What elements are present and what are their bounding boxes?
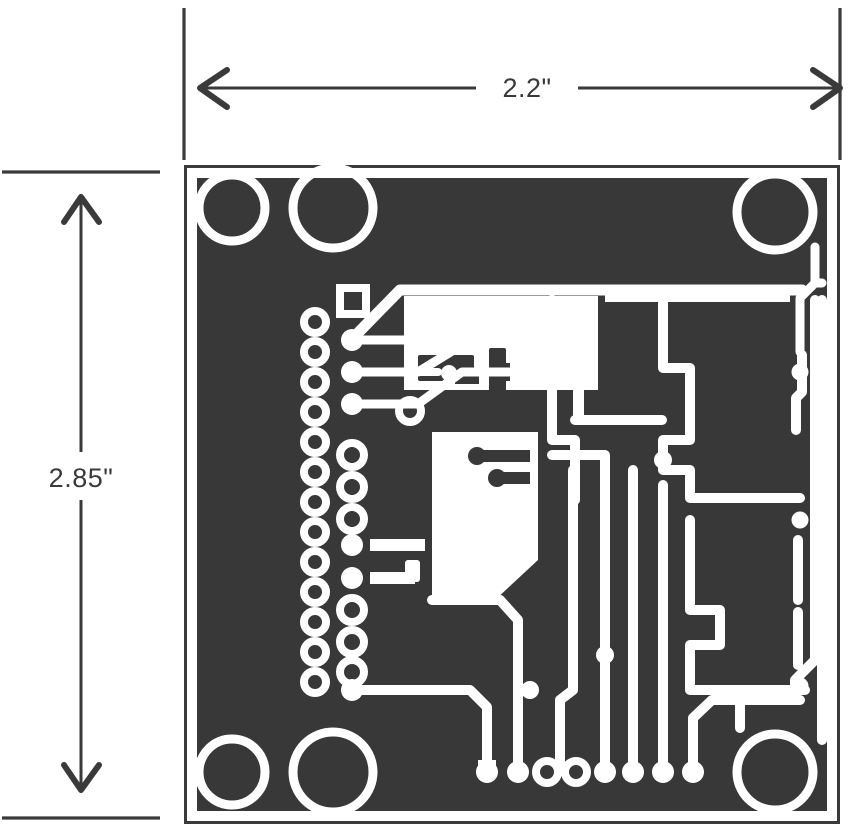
via-bus-3 [521, 681, 539, 699]
trace-group-fanout [347, 305, 535, 409]
via-right-2 [791, 511, 809, 529]
dimension-height-label: 2.85" [49, 463, 114, 493]
trace-group-top-right [795, 242, 827, 357]
dimension-width-label: 2.2" [502, 73, 551, 103]
trace-center-left-stub [370, 539, 425, 584]
trace-vertical-stub-1 [510, 325, 522, 387]
pad-bottom-5 [594, 761, 616, 783]
dimension-height: 2.85" [49, 194, 114, 793]
mounting-hole-top-right [732, 169, 818, 255]
pad-right-5 [336, 626, 368, 658]
mounting-hole-bottom-left-outer [194, 734, 270, 810]
pad-left-4 [300, 397, 330, 427]
pad-right-1 [336, 439, 368, 471]
trace-bus-2 [547, 450, 610, 775]
pad-left-13 [300, 667, 330, 697]
via-bus-1 [596, 646, 614, 664]
trace-right-island-lower [685, 515, 810, 695]
trace-tr-down [795, 242, 820, 357]
pad-bottom-3 [532, 757, 562, 787]
trace-group-center-bus [547, 295, 668, 775]
arrowhead-left-icon [197, 67, 230, 110]
pad-left-3 [300, 367, 330, 397]
trace-bottom-right-1 [688, 695, 805, 777]
trace-right-island-upper [658, 295, 805, 503]
extension-lines [2, 8, 842, 820]
trace-group-bottom-left [347, 595, 523, 775]
arrowhead-up-icon [61, 194, 102, 225]
mounting-hole-top-left-inner [288, 163, 378, 253]
via-right-3 [791, 677, 809, 695]
pad-right-2 [336, 471, 368, 503]
trace-fanout-2 [347, 335, 535, 377]
pad-left-11 [300, 607, 330, 637]
arrowhead-down-icon [61, 762, 102, 793]
pad-connected-4 [341, 534, 363, 556]
trace-bottom-left-2 [427, 595, 523, 775]
pad-stub-left [405, 560, 420, 582]
pad-left-2 [300, 337, 330, 367]
trace-fanout-3 [347, 367, 525, 409]
pad-left-1 [300, 307, 330, 337]
pad-left-6 [300, 457, 330, 487]
header-pad-columns [300, 307, 368, 697]
pad-bottom-square [478, 760, 496, 778]
via-bus-2 [654, 451, 672, 469]
center-via-trace-2 [497, 472, 530, 484]
mounting-holes [194, 163, 818, 817]
trace-group-top-main [350, 284, 808, 341]
pad-bottom-6 [622, 761, 644, 783]
pad-bottom-7 [652, 761, 674, 783]
dimension-width: 2.2" [197, 67, 843, 110]
board-copper-layer [194, 163, 827, 817]
trace-fanout-1 [347, 305, 475, 345]
mounting-hole-top-left-outer [194, 170, 270, 246]
header-connected-pads [341, 329, 363, 701]
pad-bottom-2 [507, 761, 529, 783]
trace-stub-left-2 [370, 572, 415, 584]
mounting-hole-bottom-left-inner [288, 727, 378, 817]
pad-left-9 [300, 547, 330, 577]
pad-left-5 [300, 427, 330, 457]
pad-right-4 [336, 594, 368, 626]
center-via-trace-1 [477, 450, 530, 462]
bus-vias [521, 451, 672, 699]
trace-top-diagonal-main [350, 284, 808, 341]
pad-pin1-square [336, 284, 370, 318]
trace-bus-3 [555, 465, 578, 775]
trace-vertical-stub-2 [573, 364, 584, 419]
pad-right-3 [336, 503, 368, 535]
pad-center-topleft [395, 396, 425, 426]
pad-bottom-4 [561, 757, 591, 787]
pcb-board [184, 163, 840, 824]
pad-connected-5 [341, 567, 363, 589]
trace-bottom-right-return [688, 695, 805, 777]
trace-stub-left-1 [370, 539, 425, 551]
arrowhead-right-icon [810, 67, 843, 110]
pad-left-7 [300, 487, 330, 517]
pad-left-10 [300, 577, 330, 607]
via-right-1 [791, 363, 809, 381]
mounting-hole-bottom-right [732, 729, 818, 815]
center-pad-vias [468, 447, 530, 487]
pad-left-8 [300, 517, 330, 547]
pad-left-12 [300, 637, 330, 667]
trace-bottom-left-1 [347, 685, 492, 775]
pad-column-left [300, 307, 330, 697]
